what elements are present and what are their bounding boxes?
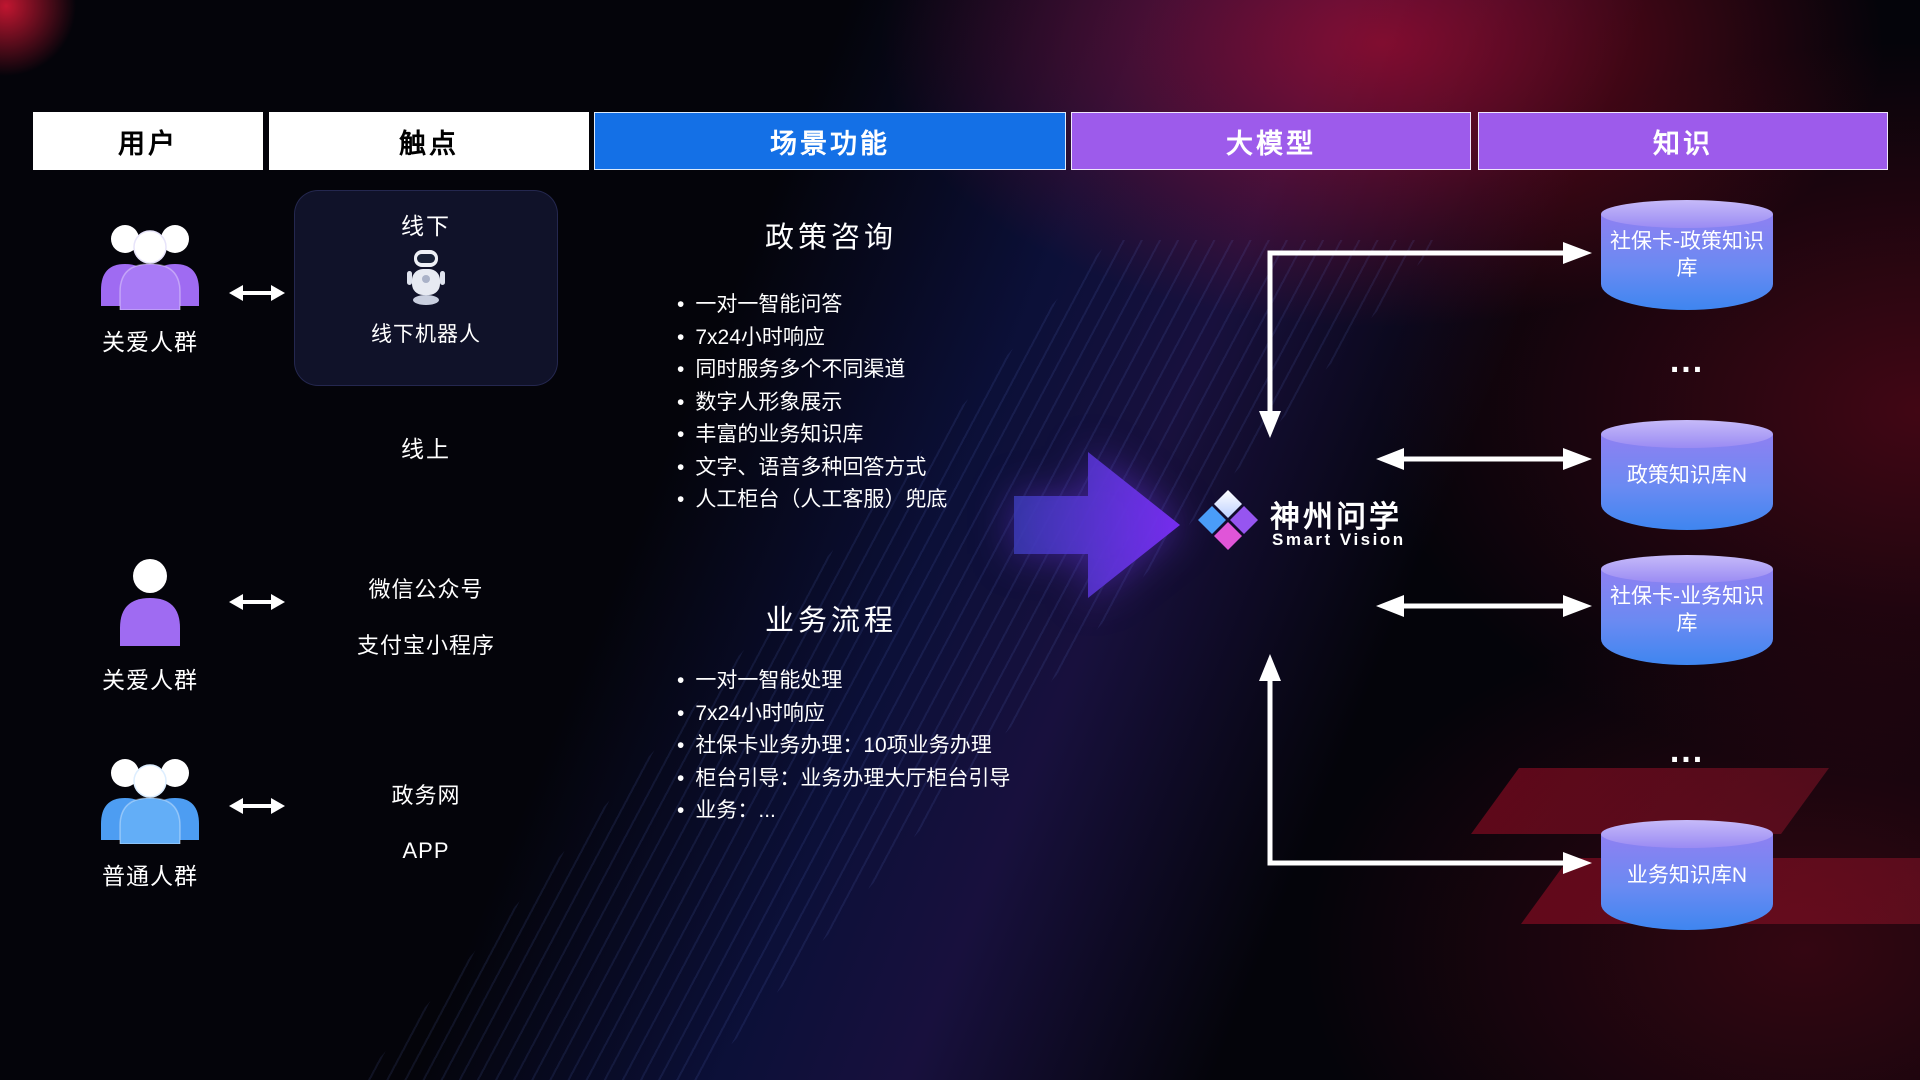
ellipsis-more-dbs: ... xyxy=(1669,732,1705,770)
db-label: 业务知识库N xyxy=(1626,864,1748,887)
scenario-bullet: 7x24小时响应 xyxy=(677,698,1097,731)
user-group-label: 普通人群 xyxy=(102,863,198,889)
bidirectional-arrow-icon xyxy=(229,798,285,814)
db-cylinder-body xyxy=(1601,834,1773,930)
robot-icon xyxy=(407,250,445,305)
online-title: 线上 xyxy=(401,436,451,462)
model-name: 神州问学 xyxy=(1270,501,1402,534)
scenario-bullet: 柜台引导：业务办理大厅柜台引导 xyxy=(677,763,1097,796)
bidirectional-arrow-icon xyxy=(229,594,285,610)
flow-arrow xyxy=(1014,452,1180,598)
user-group-care-2: 关爱人群 xyxy=(60,556,240,695)
scenario-business-list: 一对一智能处理 7x24小时响应 社保卡业务办理：10项业务办理 柜台引导：业务… xyxy=(677,665,1097,828)
scenario-bullet: 7x24小时响应 xyxy=(677,322,1097,355)
scenario-title-business: 业务流程 xyxy=(764,605,897,637)
touchpoint-wechat: 微信公众号 xyxy=(368,577,484,602)
scenario-bullet: 一对一智能问答 xyxy=(677,289,1097,322)
scenario-title-policy: 政策咨询 xyxy=(764,222,897,254)
model-subtitle: Smart Vision xyxy=(1272,530,1406,549)
scenario-bullet: 一对一智能处理 xyxy=(677,665,1097,698)
scenario-bullet: 数字人形象展示 xyxy=(677,387,1097,420)
offline-title: 线下 xyxy=(401,213,451,239)
knowledge-db-business-n: 业务知识库N xyxy=(1601,820,1773,930)
user-group-general: 普通人群 xyxy=(60,752,240,891)
db-cylinder-body xyxy=(1601,569,1773,665)
scenario-bullet: 文字、语音多种回答方式 xyxy=(677,452,1097,485)
db-cylinder-top xyxy=(1601,555,1773,583)
db-cylinder-top xyxy=(1601,820,1773,848)
person-icon xyxy=(120,559,180,646)
scenario-bullet: 社保卡业务办理：10项业务办理 xyxy=(677,730,1097,763)
ellipsis-more-dbs: ... xyxy=(1669,342,1705,380)
scenario-bullet: 人工柜台（人工客服）兜底 xyxy=(677,484,1097,517)
user-group-label: 关爱人群 xyxy=(102,329,198,355)
knowledge-db-policy-sscard: 社保卡-政策知识库 xyxy=(1601,200,1773,310)
knowledge-db-policy-n: 政策知识库N xyxy=(1601,420,1773,530)
column-header-llm: 大模型 xyxy=(1071,112,1471,170)
db-cylinder-body xyxy=(1601,434,1773,530)
user-group-label: 关爱人群 xyxy=(102,667,198,693)
column-header-scenarios: 场景功能 xyxy=(594,112,1066,170)
scenario-policy-list: 一对一智能问答 7x24小时响应 同时服务多个不同渠道 数字人形象展示 丰富的业… xyxy=(677,289,1097,517)
offline-robot-label: 线下机器人 xyxy=(371,323,481,346)
offline-touchpoint-panel: 线下 线下机器人 xyxy=(294,190,558,386)
touchpoint-app: APP xyxy=(402,838,450,863)
scenario-bullet: 业务：... xyxy=(677,795,1097,828)
db-label: 社保卡-业务知识库 xyxy=(1610,585,1764,635)
user-group-care-1: 关爱人群 xyxy=(60,218,240,357)
bidirectional-arrow-icon xyxy=(229,285,285,301)
db-label: 政策知识库N xyxy=(1626,464,1748,487)
column-header-knowledge: 知识 xyxy=(1478,112,1888,170)
scenario-bullet: 同时服务多个不同渠道 xyxy=(677,354,1097,387)
touchpoint-alipay: 支付宝小程序 xyxy=(356,633,495,658)
column-header-touchpoints: 触点 xyxy=(269,112,589,170)
scenario-bullet: 丰富的业务知识库 xyxy=(677,419,1097,452)
robot-image xyxy=(404,249,448,312)
people-group-icon xyxy=(101,759,199,845)
db-cylinder-top xyxy=(1601,200,1773,228)
smart-vision-logo-icon xyxy=(1198,490,1258,550)
touchpoint-gov-web: 政务网 xyxy=(391,783,461,808)
db-label: 社保卡-政策知识库 xyxy=(1610,230,1764,280)
knowledge-db-business-sscard: 社保卡-业务知识库 xyxy=(1601,555,1773,665)
people-group-icon xyxy=(101,225,199,311)
db-cylinder-body xyxy=(1601,214,1773,310)
column-header-users: 用户 xyxy=(33,112,263,170)
db-cylinder-top xyxy=(1601,420,1773,448)
